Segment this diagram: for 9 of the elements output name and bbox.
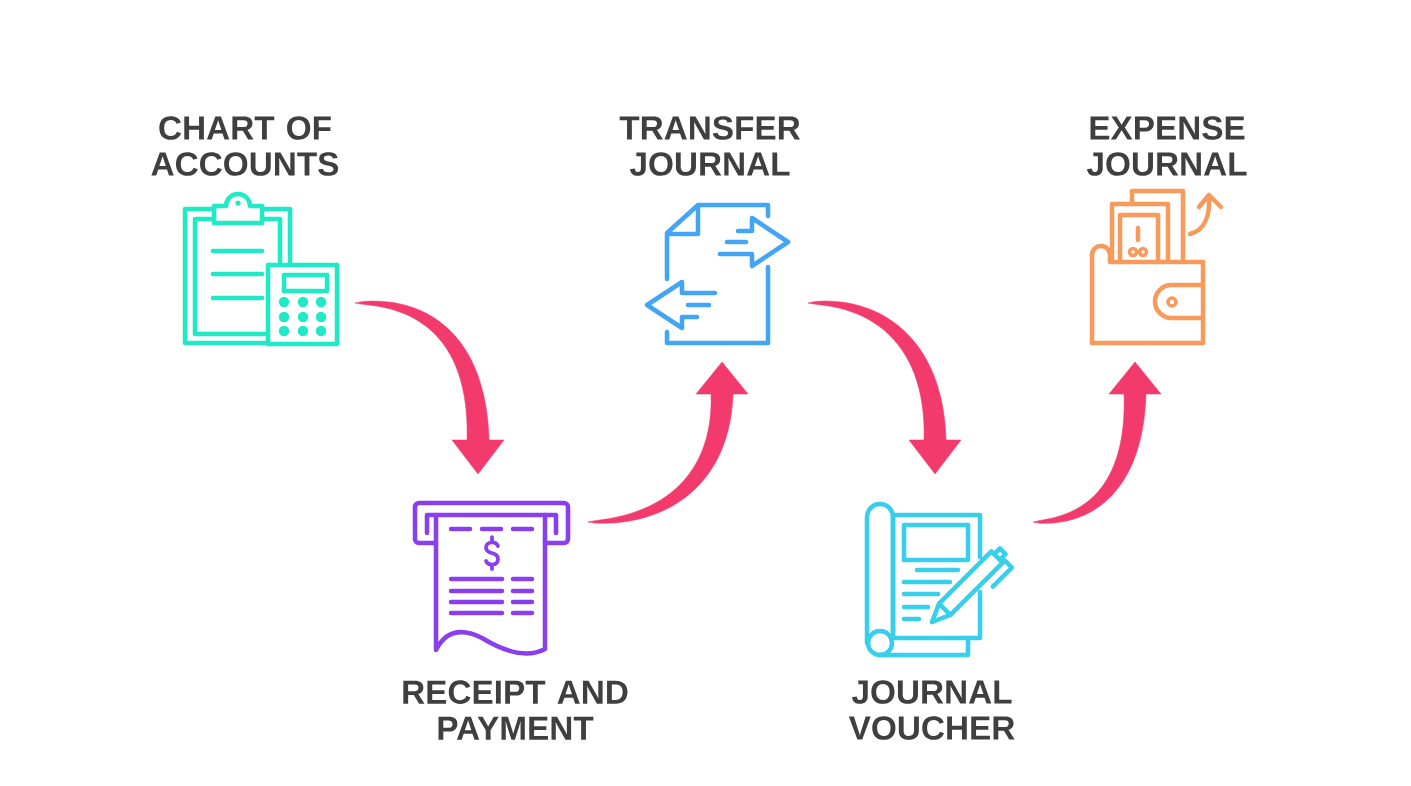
step-label: RECEIPT AND PAYMENT	[403, 680, 628, 740]
step-label: CHART OF ACCOUNTS	[151, 116, 339, 176]
curved-arrow	[1032, 361, 1162, 524]
curved-arrow	[587, 361, 749, 524]
curved-arrow	[807, 300, 962, 475]
step-label: JOURNAL VOUCHER	[848, 680, 1015, 740]
step-label: EXPENSE JOURNAL	[1086, 116, 1247, 176]
step-label: TRANSFER JOURNAL	[619, 116, 801, 176]
curved-arrow	[354, 300, 505, 475]
